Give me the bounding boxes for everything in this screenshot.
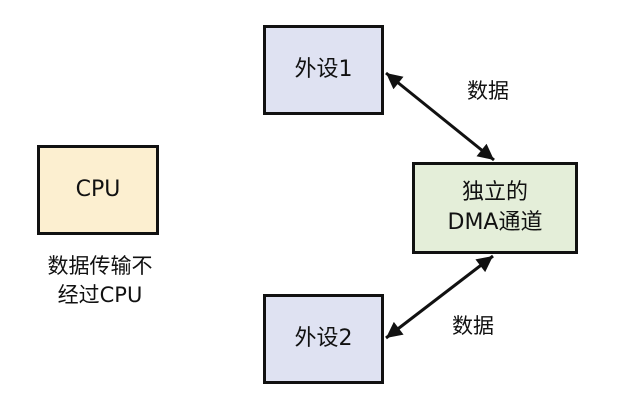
dma-label-line2: DMA通道 [447, 210, 543, 235]
cpu-node: CPU [37, 145, 159, 235]
cpu-note: 数据传输不 经过CPU [30, 252, 170, 311]
edge-label-device2: 数据 [452, 314, 494, 338]
cpu-note-line2: 经过CPU [57, 283, 143, 308]
arrow-device2-dma [385, 254, 494, 340]
device2-node: 外设2 [263, 294, 384, 384]
dma-label-line1: 独立的 [461, 180, 528, 206]
cpu-note-line1: 数据传输不 [47, 254, 153, 278]
arrow-device1-dma [385, 71, 495, 162]
device2-label: 外设2 [294, 326, 353, 352]
cpu-label: CPU [75, 177, 121, 203]
device1-label: 外设1 [294, 57, 353, 83]
edge-label-device1: 数据 [467, 79, 509, 103]
dma-node: 独立的 DMA通道 [412, 162, 578, 254]
device1-node: 外设1 [263, 25, 384, 115]
